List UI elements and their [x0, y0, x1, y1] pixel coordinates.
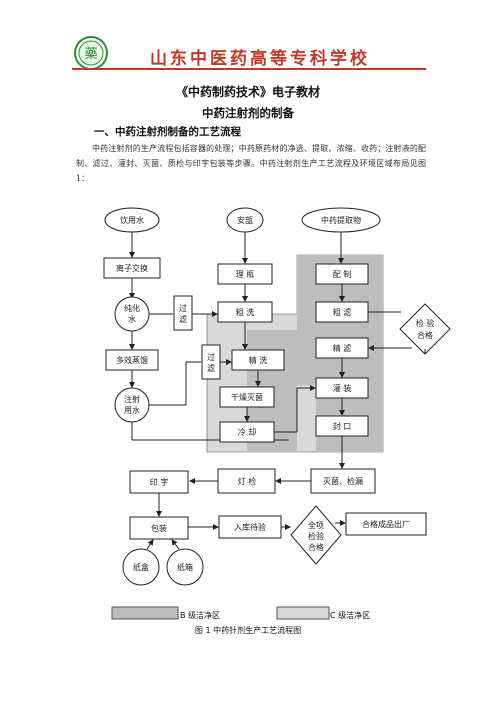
- node-seal: 封 口: [315, 415, 369, 437]
- legend-c-label: C 级洁净区: [330, 611, 371, 620]
- legend-b-swatch: [111, 606, 179, 620]
- node-rough-wash: 粗 洗: [217, 301, 273, 323]
- svg-text:过滤: 过滤: [207, 352, 215, 373]
- svg-text:饮用水: 饮用水: [120, 215, 144, 225]
- node-package: 包装: [129, 516, 189, 540]
- svg-text:全项: 全项: [308, 520, 324, 530]
- svg-text:纸盒: 纸盒: [133, 562, 149, 572]
- svg-text:包装: 包装: [151, 523, 167, 533]
- node-storage: 入库待验: [218, 515, 282, 539]
- node-light-check: 灯 检: [217, 468, 276, 494]
- node-paper-box: 纸盒: [122, 548, 160, 586]
- svg-text:纸箱: 纸箱: [177, 562, 193, 572]
- svg-text:灭菌、检漏: 灭菌、检漏: [323, 476, 363, 486]
- node-fill: 灌 装: [315, 377, 369, 399]
- node-drinking-water: 饮用水: [104, 207, 160, 233]
- svg-text:纯化水: 纯化水: [124, 303, 140, 324]
- header-divider: [72, 68, 426, 70]
- node-sort-ampoule: 理 瓶: [217, 263, 273, 285]
- node-ampoule: 安瓿: [226, 207, 264, 233]
- legend-c-swatch: [276, 606, 330, 620]
- svg-text:过滤: 过滤: [179, 303, 187, 324]
- svg-text:检验: 检验: [308, 531, 324, 541]
- figure-caption: 图 1 中药针剂生产工艺流程图: [194, 626, 302, 635]
- school-name: 山东中医药高等专科学校: [150, 49, 370, 69]
- node-filter-2: 过滤: [201, 344, 221, 380]
- node-paper-carton: 纸箱: [166, 548, 204, 586]
- svg-text:灯 检: 灯 检: [238, 476, 257, 486]
- svg-text:粗 滤: 粗 滤: [333, 307, 352, 317]
- school-logo: 藥: [74, 36, 108, 70]
- svg-text:安瓿: 安瓿: [237, 215, 253, 225]
- svg-text:合格成品出厂: 合格成品出厂: [362, 519, 410, 529]
- svg-text:干燥灭菌: 干燥灭菌: [231, 392, 263, 402]
- logo-text: 藥: [84, 47, 97, 62]
- node-fine-wash: 精 洗: [231, 349, 285, 371]
- svg-text:精 滤: 精 滤: [333, 343, 352, 353]
- svg-text:中药提取物: 中药提取物: [321, 215, 361, 225]
- node-cool: 冷 却: [219, 421, 275, 443]
- node-dry-sterilize: 干燥灭菌: [219, 386, 275, 408]
- node-finished: 合格成品出厂: [345, 512, 427, 536]
- svg-text:理 瓶: 理 瓶: [236, 269, 255, 279]
- svg-text:合格: 合格: [417, 330, 433, 340]
- node-fine-filter: 精 滤: [315, 337, 369, 359]
- node-print: 印 字: [129, 470, 189, 494]
- node-full-check: 全项 检验 合格: [290, 505, 342, 565]
- document-title: 《中药制药技术》电子教材: [175, 85, 320, 99]
- svg-text:合格: 合格: [308, 542, 324, 552]
- section-heading: 一、中药注射剂制备的工艺流程: [94, 126, 241, 138]
- node-injection-water: 注射用水: [114, 387, 150, 423]
- svg-text:配 制: 配 制: [333, 269, 352, 279]
- svg-text:注射用水: 注射用水: [124, 394, 140, 415]
- svg-text:封 口: 封 口: [333, 421, 352, 431]
- svg-text:冷 却: 冷 却: [238, 427, 257, 437]
- node-multi-distill: 多效蒸馏: [105, 349, 159, 371]
- document-subtitle: 中药注射剂的制备: [202, 106, 294, 120]
- node-ion-exchange: 离子交换: [103, 257, 161, 279]
- svg-text:检 验: 检 验: [416, 318, 435, 328]
- node-sterilize-leak: 灭菌、检漏: [310, 468, 376, 494]
- node-rough-filter: 粗 滤: [315, 301, 369, 323]
- svg-text:灌 装: 灌 装: [333, 383, 352, 393]
- intro-paragraph: 中药注射剂的生产流程包括容器的处理；中药原药材的净选、提取、浓缩、收药；注射液的…: [76, 144, 426, 183]
- svg-text:多效蒸馏: 多效蒸馏: [116, 355, 148, 365]
- node-pure-water: 纯化水: [114, 296, 150, 332]
- node-extract: 中药提取物: [301, 207, 381, 233]
- legend-b-label: B 级洁净区: [180, 611, 221, 620]
- svg-text:入库待验: 入库待验: [234, 522, 266, 532]
- node-prepare: 配 制: [315, 263, 369, 285]
- node-inspect-ok: 检 验 合格: [399, 303, 451, 355]
- svg-text:印 字: 印 字: [150, 477, 169, 487]
- svg-text:离子交换: 离子交换: [116, 263, 148, 273]
- svg-text:粗 洗: 粗 洗: [236, 307, 255, 317]
- svg-text:精 洗: 精 洗: [249, 355, 268, 365]
- node-filter-1: 过滤: [173, 295, 193, 331]
